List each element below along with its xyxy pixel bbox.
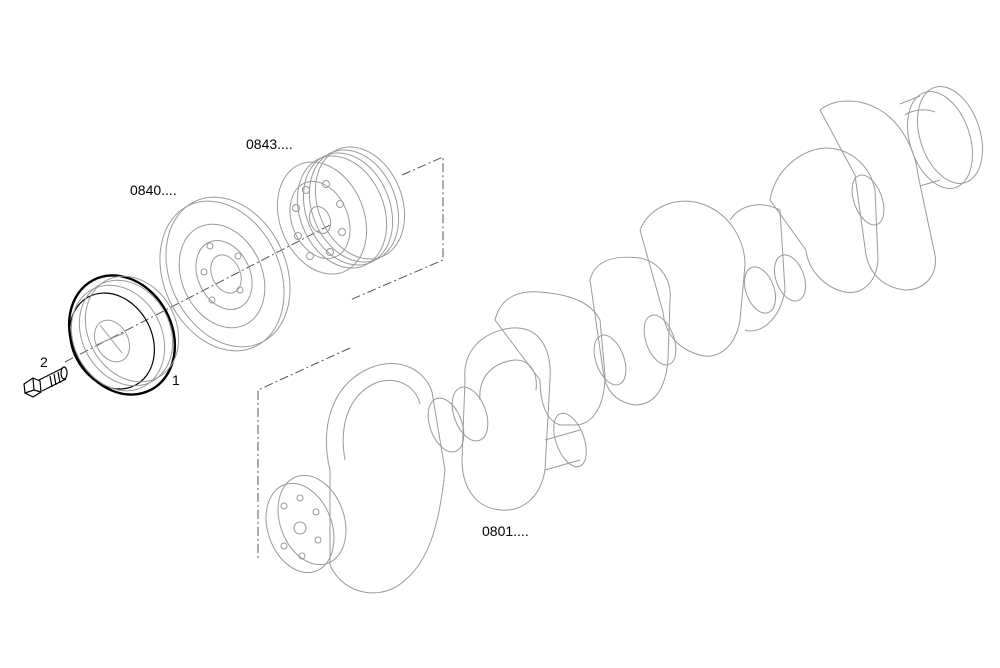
pulley-part-1 <box>67 274 180 396</box>
assembly-boundary-upper <box>349 156 444 301</box>
label-pulley-ref: 0843.... <box>246 136 293 152</box>
label-part-1: 1 <box>172 372 180 388</box>
center-axis-line <box>64 224 331 363</box>
pulley-0843 <box>276 146 406 275</box>
bolt-part-2 <box>23 366 68 398</box>
damper-0840 <box>159 196 291 352</box>
assembly-boundary-lower <box>257 347 351 560</box>
label-crankshaft-ref: 0801.... <box>482 523 529 539</box>
crankshaft-0801 <box>265 86 983 594</box>
label-damper-ref: 0840.... <box>130 182 177 198</box>
label-part-2: 2 <box>40 354 48 370</box>
